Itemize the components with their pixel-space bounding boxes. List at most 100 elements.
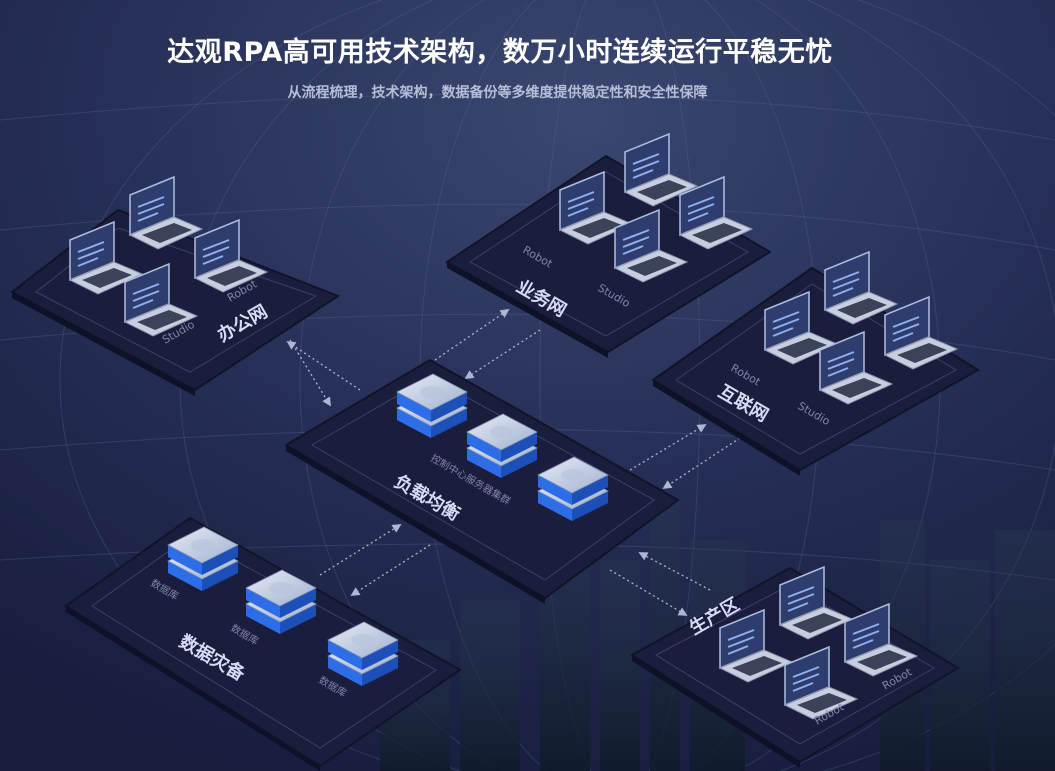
screen-line (137, 203, 165, 215)
laptop-icon (883, 295, 959, 370)
laptop-keys (897, 343, 947, 363)
server-side (538, 475, 572, 505)
server-side (572, 475, 608, 505)
connectors (286, 308, 741, 616)
server-top-highlight (351, 634, 375, 646)
screen-line (632, 160, 660, 172)
screen-line (622, 245, 644, 255)
laptop-group (68, 132, 959, 720)
laptop-icon (823, 250, 899, 325)
server-side (328, 640, 362, 670)
server-side (431, 392, 467, 422)
laptop-icon (558, 170, 634, 245)
server-top-highlight (561, 469, 585, 481)
server-side (246, 604, 280, 634)
server-side (572, 491, 608, 521)
laptop-icon (718, 608, 794, 683)
laptop-keys (82, 268, 132, 288)
screen-line (792, 673, 820, 685)
laptop-keys (837, 298, 887, 318)
laptop-icon (778, 565, 854, 640)
screen-line (827, 351, 855, 363)
server-side (280, 588, 316, 618)
server-top-highlight (191, 539, 215, 551)
server-side (202, 545, 238, 575)
screen-line (202, 239, 230, 251)
screen-line (892, 316, 920, 328)
screen-line (567, 191, 595, 203)
server-side (501, 432, 537, 462)
screen-line (137, 196, 165, 208)
screen-line (687, 212, 709, 222)
database-icon (167, 526, 239, 591)
server-side (246, 588, 280, 618)
screen-line (77, 248, 105, 260)
server-side (328, 656, 362, 686)
screen-line (567, 198, 595, 210)
screen-line (832, 278, 860, 290)
laptop-icon (678, 175, 754, 250)
server-top-highlight (269, 582, 293, 594)
laptop-icon (783, 645, 859, 720)
server-top-highlight (420, 386, 444, 398)
server-side (431, 408, 467, 438)
screen-line (787, 602, 809, 612)
page-subtitle: 从流程梳理，技术架构，数据备份等多维度提供稳定性和安全性保障 (287, 85, 708, 101)
screen-line (852, 639, 874, 649)
screen-line (687, 203, 715, 215)
laptop-keys (792, 613, 842, 633)
laptop-keys (207, 266, 257, 286)
page-title: 达观RPA高可用技术架构，数万小时连续运行平稳无忧 (167, 37, 833, 68)
screen-line (727, 645, 749, 655)
server-side (202, 561, 238, 591)
laptop-icon (123, 262, 199, 337)
laptop-keys (797, 693, 847, 713)
screen-line (727, 629, 755, 641)
screen-line (202, 246, 230, 258)
screen-line (632, 169, 654, 179)
screen-line (792, 682, 814, 692)
screen-line (827, 367, 849, 377)
screen-line (132, 290, 160, 302)
platform-internet (651, 266, 980, 476)
server-side (362, 656, 398, 686)
screen-line (787, 593, 815, 605)
platform-backup (64, 516, 462, 771)
screen-line (77, 241, 105, 253)
screen-line (827, 358, 855, 370)
server-icon (537, 456, 609, 521)
screen-line (892, 323, 920, 335)
server-side (168, 545, 202, 575)
server-icon (466, 413, 538, 478)
screen-line (892, 332, 914, 342)
laptop-keys (857, 650, 907, 670)
laptop-keys (732, 656, 782, 676)
laptop-icon (193, 218, 269, 293)
server-side (467, 448, 501, 478)
server-side (467, 432, 501, 462)
screen-line (622, 229, 650, 241)
laptop-icon (763, 290, 839, 365)
server-side (168, 561, 202, 591)
screen-line (622, 236, 650, 248)
laptop-icon (128, 175, 204, 250)
platform-balancer (284, 358, 680, 604)
screen-line (132, 283, 160, 295)
screen-line (852, 623, 880, 635)
server-side (280, 604, 316, 634)
laptop-keys (137, 310, 187, 330)
screen-line (772, 318, 800, 330)
server-side (397, 408, 431, 438)
city-skyline (380, 500, 1055, 771)
laptop-keys (627, 256, 677, 276)
laptop-icon (843, 602, 919, 677)
laptop-keys (777, 338, 827, 358)
screen-line (832, 287, 854, 297)
screen-line (787, 586, 815, 598)
laptop-icon (818, 330, 894, 405)
screen-line (852, 630, 880, 642)
database-icon (245, 569, 317, 634)
server-side (397, 392, 431, 422)
